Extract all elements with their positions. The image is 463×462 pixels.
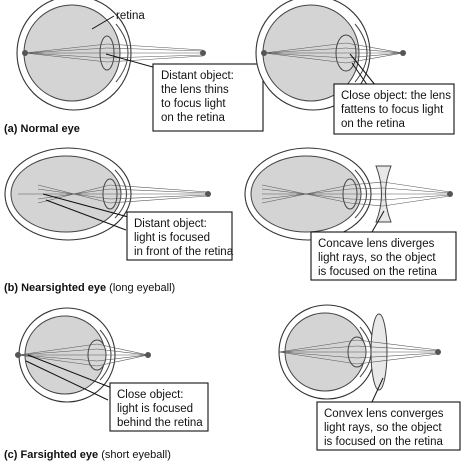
- callout-line: Convex lens converges: [324, 408, 444, 420]
- normal-eye-distant-callout: [152, 63, 264, 132]
- farsighted-corrected-illustration: [278, 304, 441, 403]
- normal-eye-distant-illustration: [16, 0, 206, 111]
- normal-eye-close-illustration: [255, 0, 406, 111]
- callout-line: Distant object:: [161, 70, 234, 82]
- callout-line: behind the retina: [117, 417, 203, 429]
- farsighted-callout: [109, 382, 209, 432]
- callout-line: the lens thins: [161, 84, 229, 96]
- panel-a-caption: (a) Normal eye: [4, 123, 80, 135]
- nearsighted-eye-illustration: [4, 147, 211, 241]
- callout-line: Concave lens diverges: [318, 238, 435, 250]
- callout-line: Close object: the lens: [341, 90, 451, 102]
- callout-line: is focused on the retina: [318, 266, 438, 278]
- callout-line: Close object:: [117, 389, 183, 401]
- nearsighted-corrected-illustration: [244, 147, 453, 241]
- panel-c-caption: (c) Farsighted eye (short eyeball): [4, 449, 171, 461]
- callout-line: in front of the retina: [134, 246, 234, 258]
- callout-line: light rays, so the object: [318, 252, 436, 264]
- nearsighted-corrected-callout: [310, 231, 457, 281]
- callout-line: fattens to focus light: [341, 104, 444, 116]
- farsighted-corrected-callout: [316, 401, 461, 451]
- callout-line: light rays, so the object: [324, 422, 442, 434]
- callout-line: on the retina: [161, 112, 226, 124]
- callout-line: is focused on the retina: [324, 436, 444, 448]
- callout-line: Distant object:: [134, 218, 207, 230]
- callout-line: to focus light: [161, 98, 226, 110]
- nearsighted-callout: [126, 211, 233, 261]
- retina-label: retina: [116, 10, 145, 22]
- farsighted-eye-illustration: [15, 307, 151, 403]
- normal-eye-close-callout: [333, 83, 455, 135]
- panel-b-caption: (b) Nearsighted eye (long eyeball): [4, 282, 175, 294]
- callout-line: on the retina: [341, 118, 406, 130]
- callout-line: light is focused: [134, 232, 210, 244]
- callout-line: light is focused: [117, 403, 193, 415]
